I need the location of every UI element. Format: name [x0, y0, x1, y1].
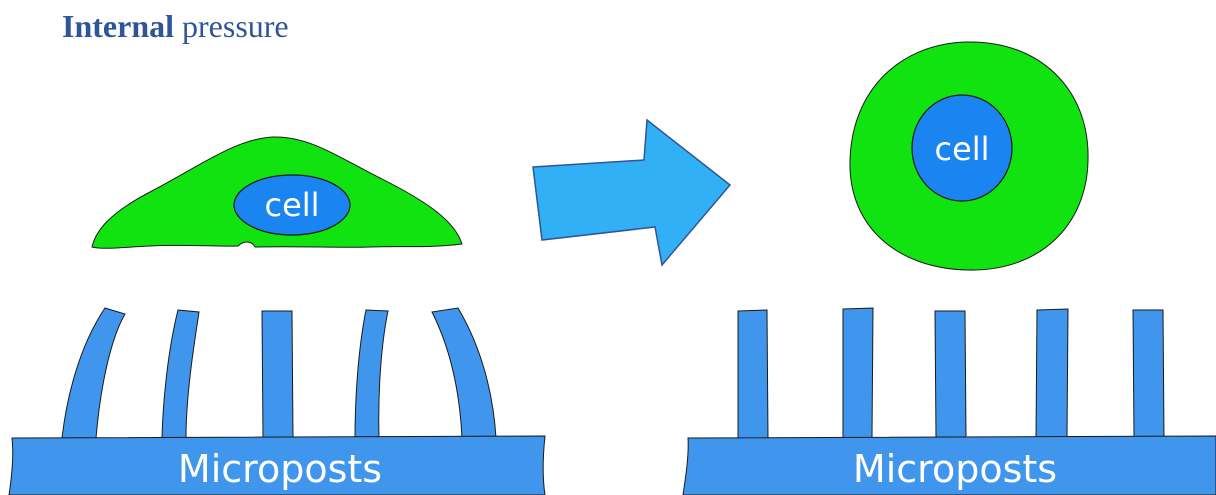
straight-microposts: [738, 308, 1164, 438]
right-panel: cell Microposts: [683, 42, 1216, 495]
bent-micropost-3: [262, 311, 293, 438]
bent-micropost-4: [355, 310, 388, 438]
straight-micropost-3: [935, 311, 966, 438]
bent-micropost-2: [162, 310, 199, 438]
straight-micropost-4: [1036, 309, 1068, 438]
left-base-label: Microposts: [178, 447, 382, 491]
rounded-cell-label: cell: [934, 130, 989, 168]
straight-micropost-2: [843, 308, 873, 438]
left-panel: cell Microposts: [9, 137, 545, 495]
bent-micropost-1: [62, 308, 125, 438]
spread-cell-label: cell: [264, 186, 319, 224]
transition-arrow: [533, 120, 730, 265]
straight-micropost-1: [738, 310, 768, 438]
bent-microposts: [62, 308, 496, 438]
right-base-label: Microposts: [853, 447, 1057, 491]
straight-micropost-5: [1133, 310, 1164, 438]
spread-cell: cell: [92, 137, 462, 248]
bent-micropost-5: [432, 308, 496, 438]
rounded-cell: cell: [850, 42, 1088, 270]
